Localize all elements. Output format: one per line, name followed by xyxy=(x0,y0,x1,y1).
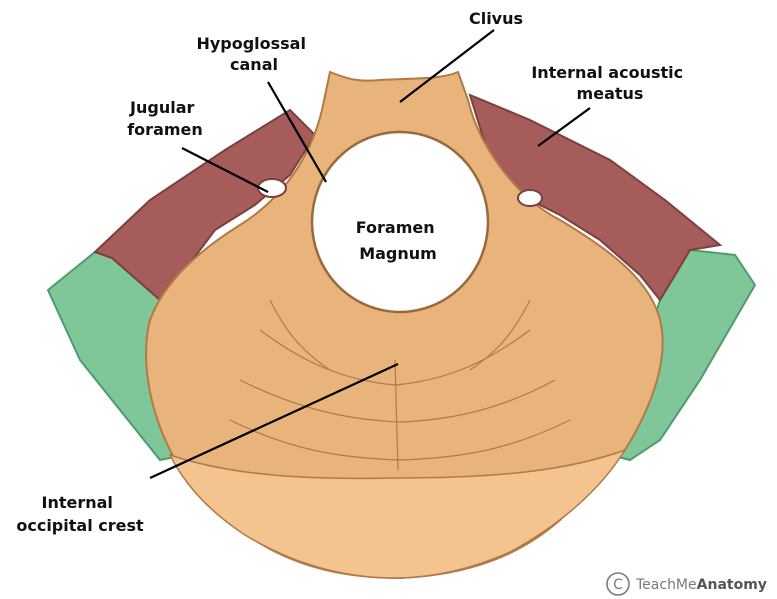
label-jugular-foramen: Jugular foramen xyxy=(127,98,203,139)
label-magnum-line2: Magnum xyxy=(359,244,437,263)
watermark-brand-bold: Anatomy xyxy=(697,577,767,593)
label-hypoglossal-line2: canal xyxy=(230,55,278,74)
watermark: C TeachMeAnatomy xyxy=(607,573,767,595)
label-hypoglossal-line1: Hypoglossal xyxy=(196,34,306,53)
label-crest-line2: occipital crest xyxy=(16,516,144,535)
label-hypoglossal-canal: Hypoglossal canal xyxy=(196,34,311,74)
label-jugular-line1: Jugular xyxy=(129,98,194,117)
label-crest-line1: Internal xyxy=(42,493,113,512)
label-magnum-line1: Foramen xyxy=(356,218,435,237)
copyright-symbol: C xyxy=(613,577,623,593)
label-clivus: Clivus xyxy=(469,9,523,28)
watermark-brand-regular: TeachMe xyxy=(635,577,697,593)
label-acoustic-line2: meatus xyxy=(577,84,644,103)
label-jugular-line2: foramen xyxy=(127,120,203,139)
right-jugular-foramen xyxy=(518,190,542,206)
label-internal-acoustic-meatus: Internal acoustic meatus xyxy=(531,63,688,103)
label-internal-occipital-crest: Internal occipital crest xyxy=(16,493,144,535)
label-acoustic-line1: Internal acoustic xyxy=(531,63,683,82)
watermark-brand: TeachMeAnatomy xyxy=(635,577,767,593)
